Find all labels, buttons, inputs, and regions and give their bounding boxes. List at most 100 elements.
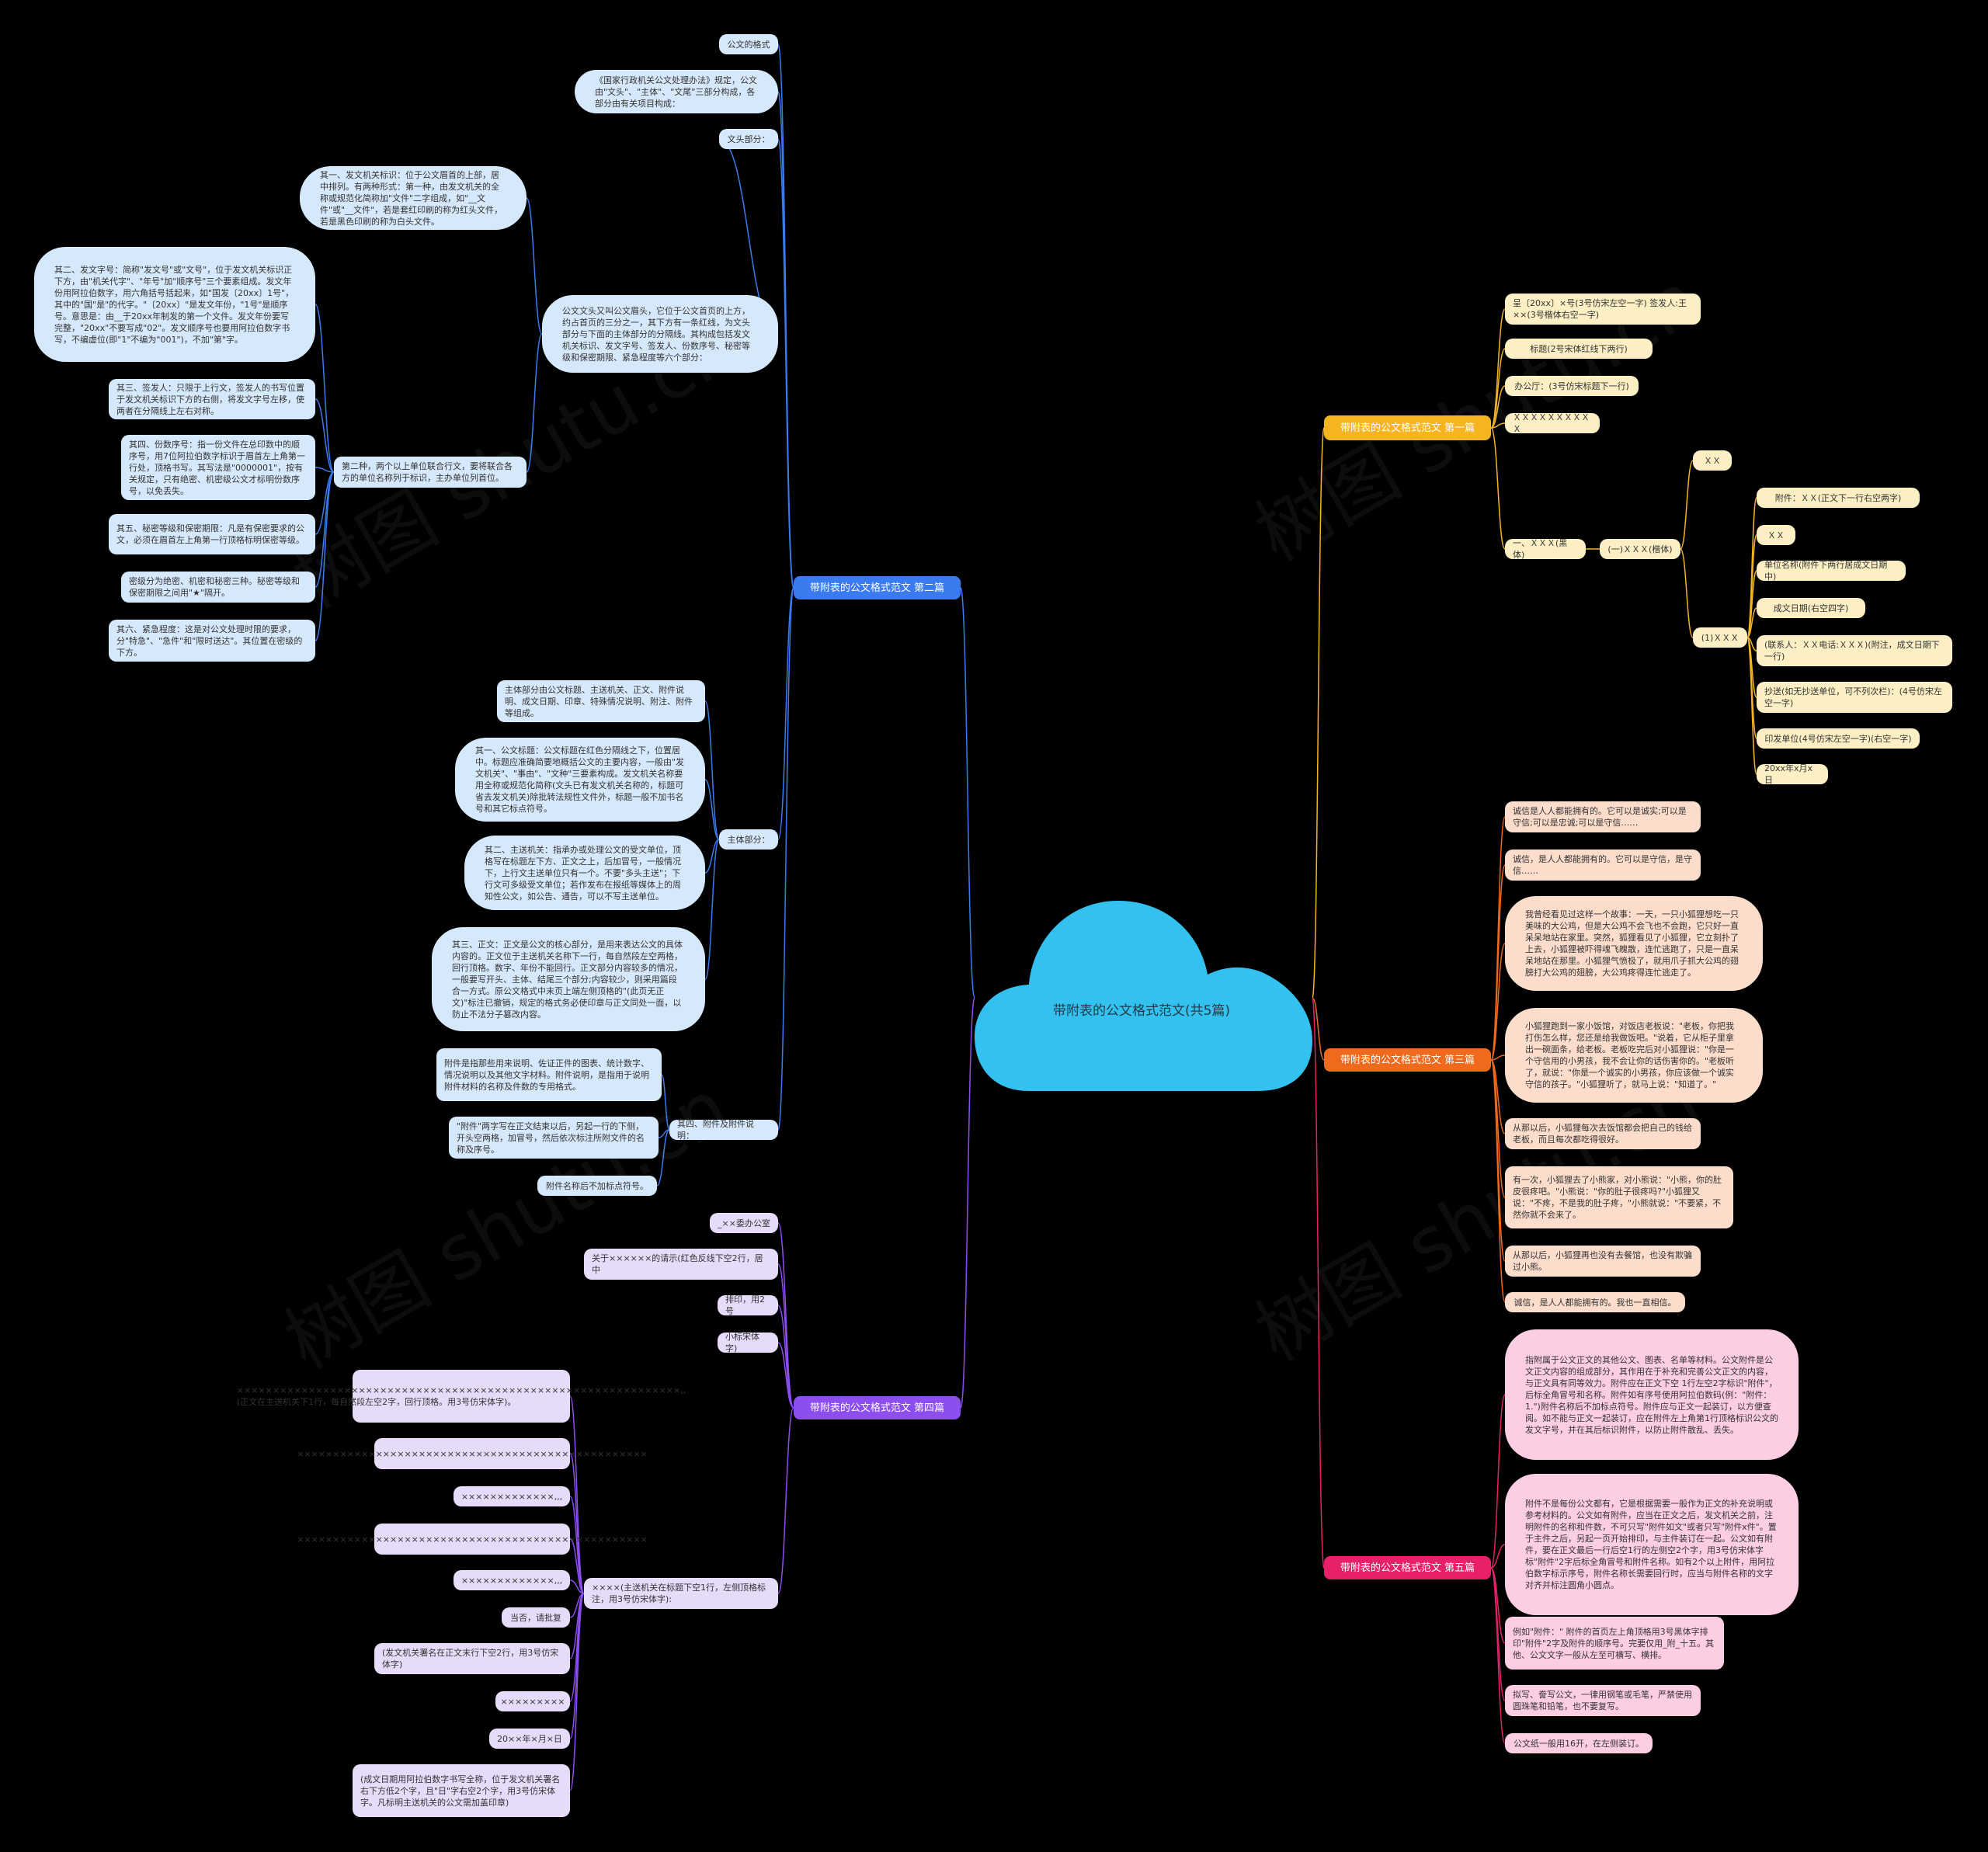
b1-node[interactable]: ＸＸ [1757,525,1795,545]
connector-line [526,197,543,335]
b2-node[interactable]: 主体部分： [719,829,778,850]
b1-node[interactable]: (一)ＸＸＸ(楷体) [1600,539,1680,559]
b4-node[interactable]: ××××××××××××××××××××××××××××××××××××××××… [237,1370,686,1423]
b4-node[interactable]: 关于××××××的请示(红色反线下空2行，居中 [584,1249,778,1280]
b2-node[interactable]: 主体部分由公文标题、主送机关、正文、附件说明、成文日期、印章、特殊情况说明、附注… [497,680,705,722]
b2-node[interactable]: 其六、紧急程度：这是对公文处理时限的要求，分"特急"、"急件"和"限时送达"。其… [109,620,315,662]
b2-node[interactable]: 其一、公文标题：公文标题在红色分隔线之下，位置居中。标题应准确简要地概括公文的主… [455,738,705,822]
b1-node[interactable]: 印发单位(4号仿宋左空一字)(右空一字) [1757,728,1920,749]
connector-line [777,138,794,589]
connector-line [315,467,335,473]
connector-line [1746,497,1757,638]
branch-2[interactable]: 带附表的公文格式范文 第二篇 [794,576,961,599]
b4-node[interactable]: ××××(主送机关在标题下空1行，左侧顶格标注，用3号仿宋体字): [584,1578,778,1609]
connector-line [569,1593,585,1739]
b4-node[interactable]: 排印，用2号 [718,1294,778,1316]
b4-node[interactable]: ×××××××××××××,,, [454,1570,570,1590]
b5-node[interactable]: 附件不是每份公文都有，它是根据需要一般作为正文的补充说明或参考材料的。公文如有附… [1505,1474,1799,1615]
b1-node[interactable]: 附件：ＸＸ(正文下一行右空两字) [1757,488,1920,508]
b3-node[interactable]: 诚信是人人都能拥有的。它可以是诚实;可以是守信;可以是忠诚;可以是守信…… [1505,801,1701,832]
connector-line [1312,427,1325,999]
connector-line [656,1129,670,1187]
b1-node[interactable]: 一、ＸＸＸ(黑体) [1505,538,1586,560]
b2-node[interactable]: "附件"两字写在正文结束以后，另起一行的下侧，开头空两格，加冒号，然后依次标注所… [449,1117,659,1159]
connector-line [960,997,975,1409]
b3-node[interactable]: 诚信，是人人都能拥有的。我也一直相信。 [1505,1292,1685,1312]
connector-line [777,1222,794,1409]
b1-node[interactable]: ＸＸ [1693,450,1732,471]
b1-node[interactable]: 成文日期(右空四字) [1757,598,1865,618]
branch-1[interactable]: 带附表的公文格式范文 第一篇 [1324,415,1491,440]
b2-node[interactable]: 公文文头又叫公文眉头，它位于公文首页的上方，约占首页的三分之一，其下方有一条红线… [542,295,778,373]
b3-node[interactable]: 小狐狸跑到一家小饭馆，对饭店老板说："老板，你把我打伤怎么样，您还是给我做饭吧。… [1505,1008,1763,1103]
b2-node[interactable]: 其三、正文：正文是公文的核心部分，是用来表达公文的具体内容的。正文位于主送机关名… [432,927,705,1031]
b4-node[interactable]: 20××年×月×日 [489,1729,570,1749]
b4-node[interactable]: 小标宋体字) [718,1332,778,1353]
b5-node[interactable]: 公文纸一般用16开，在左侧装订。 [1505,1733,1653,1753]
branch-3[interactable]: 带附表的公文格式范文 第三篇 [1324,1048,1491,1072]
b2-node[interactable]: 其三、签发人：只限于上行文，签发人的书写位置于发文机关标识下方的右侧，将发文字号… [109,379,315,419]
connector-line [704,779,720,840]
b4-node[interactable]: _××委办公室 [710,1213,778,1233]
b2-node[interactable]: 其二、主送机关：指承办或处理公文的受文单位，顶格写在标题左下方、正文之上，后加冒… [464,836,705,910]
b3-node[interactable]: 有一次，小狐狸去了小熊家，对小熊说："小熊，你的肚皮很疼吧。"小熊说："你的肚子… [1505,1166,1733,1228]
connector-line [1680,460,1694,550]
branch-5[interactable]: 带附表的公文格式范文 第五篇 [1324,1556,1491,1579]
b5-node[interactable]: 例如"附件：" 附件的首页左上角顶格用3号黑体字排印"附件"2字及附件的顺序号。… [1505,1617,1724,1670]
b1-node[interactable]: 20xx年x月x日 [1757,763,1828,785]
connector-line [1490,427,1506,550]
b3-node[interactable]: 从那以后，小狐狸再也没有去餐馆，也没有欺骗过小熊。 [1505,1246,1701,1277]
b1-node[interactable]: 标题(2号宋体红线下两行) [1505,339,1653,359]
connector-line [569,1579,585,1594]
connector-line [704,700,720,840]
b2-node[interactable]: 《国家行政机关公文处理办法》规定，公文由"文头"、"主体"、"文尾"三部分构成，… [575,70,778,113]
connector-line [777,1305,794,1409]
b4-node[interactable]: ××××××××× [495,1691,570,1711]
connector-line [1746,637,1757,739]
connector-line [777,1407,794,1594]
connector-line [315,471,335,535]
b1-node[interactable]: 呈〔20xx〕×号(3号仿宋左空一字) 签发人:王××(3号楷体右空一字) [1505,294,1701,325]
connector-line [1746,607,1757,638]
b5-node[interactable]: 拟写、誊写公文，一律用钢笔或毛笔，严禁使用圆珠笔和铅笔，也不要复写。 [1505,1685,1701,1716]
b1-node[interactable]: 单位名称(附件下两行居成文日期中) [1757,560,1906,582]
b1-node[interactable]: 抄送(如无抄送单位，可不列次栏)：(4号仿宋左空一字) [1757,682,1952,713]
connector-line [569,1538,585,1594]
b4-node[interactable]: ××××××××××××××××××××××××××××××××××××××××… [297,1524,648,1555]
b4-node[interactable]: ×××××××××××××,,, [454,1486,570,1506]
branch-4[interactable]: 带附表的公文格式范文 第四篇 [794,1396,961,1419]
b4-node[interactable]: ××××××××××××××××××××××××××××××××××××××××… [297,1438,648,1469]
b2-node[interactable]: 其四、附件及附件说明： [669,1119,778,1141]
b1-node[interactable]: ＸＸＸＸＸＸＸＸＸＸ [1505,412,1600,434]
b5-node[interactable]: 指附属于公文正文的其他公文、图表、名单等材料。公文附件是公文正文内容的组成部分，… [1505,1329,1799,1460]
b2-node[interactable]: 其五、秘密等级和保密期限：凡是有保密要求的公文，必须在眉首左上角第一行顶格标明保… [109,514,315,554]
b2-node[interactable]: 第二种，两个以上单位联合行文，要将联合各方的单位名称列于标识，主办单位列首位。 [334,457,527,488]
connector-line [1490,864,1506,1061]
connector-line [777,1342,794,1409]
b1-node[interactable]: (联系人：ＸＸ电话:ＸＸＸ)(附注，成文日期下一行) [1757,635,1952,666]
b2-node[interactable]: 其一、发文机关标识：位于公文眉首的上部，居中排列。有两种形式：第一种，由发文机关… [300,166,527,230]
connector-line [569,1593,585,1791]
b2-node[interactable]: 其二、发文字号：简称"发文号"或"文号"，位于发文机关标识正下方，由"机关代字"… [34,247,315,362]
b4-node[interactable]: (发文机关署名在正文末行下空2行，用3号仿宋体字) [374,1643,570,1674]
b2-node[interactable]: 密级分为绝密、机密和秘密三种。秘密等级和保密期限之间用"★"隔开。 [121,572,315,603]
b2-node[interactable]: 附件名称后不加标点符号。 [537,1176,657,1196]
b1-node[interactable]: 办公厅：(3号仿宋标题下一行) [1505,376,1639,396]
b3-node[interactable]: 从那以后，小狐狸每次去饭馆都会把自己的钱给老板，而且每次都吃得很好。 [1505,1118,1701,1149]
b2-node[interactable]: 文头部分： [719,129,778,149]
b4-node[interactable]: 当否，请批复 [502,1607,570,1628]
b2-node[interactable]: 公文的格式 [719,34,778,54]
connector-line [315,398,335,473]
connector-line [1490,1055,1506,1061]
connector-line [1490,422,1506,429]
b2-node[interactable]: 附件是指那些用来说明、佐证正件的图表、统计数字、情况说明以及其他文字材料。附件说… [436,1048,662,1101]
connector-line [315,304,335,473]
connector-line [1490,943,1506,1061]
b3-node[interactable]: 诚信，是人人都能拥有的。它可以是守信，是守信…… [1505,850,1701,881]
b2-node[interactable]: 其四、份数序号：指一份文件在总印数中的顺序号，用7位阿拉伯数字标识于眉首左上角第… [121,435,315,500]
b4-node[interactable]: (成文日期用阿拉伯数字书写全称，位于发文机关署名右下方低2个字，且"日"字右空2… [353,1764,570,1817]
b1-node[interactable]: (1)ＸＸＸ [1693,627,1747,648]
connector-line [704,839,720,874]
b3-node[interactable]: 我曾经看见过这样一个故事：一天，一只小狐狸想吃一只美味的大公鸡，但是大公鸡不会飞… [1505,896,1763,991]
center-topic[interactable]: 带附表的公文格式范文(共5篇) [1052,1003,1231,1019]
